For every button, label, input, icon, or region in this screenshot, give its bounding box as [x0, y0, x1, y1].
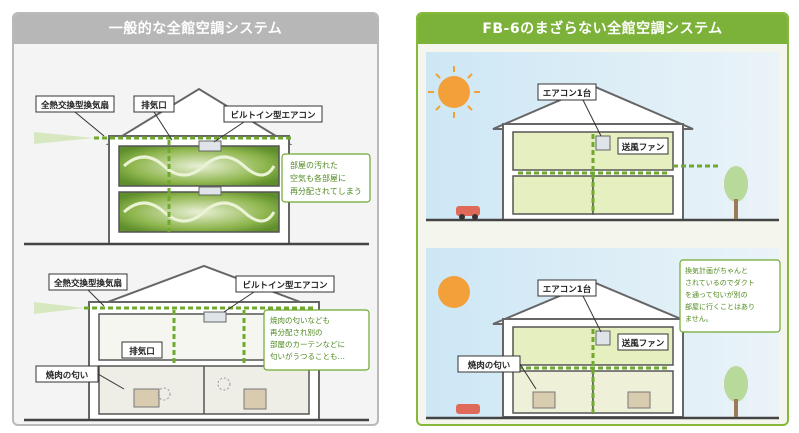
top-label-aircon: ビルトイン型エアコン: [213, 105, 323, 143]
svg-text:排気口: 排気口: [141, 100, 167, 111]
fb6-system-title: FB-6のまざらない全館空調システム: [418, 14, 787, 44]
bottom-note: 焼肉の匂いなども 再分配され別の 部屋のカーテンなどに 匂いがうつることも…: [263, 309, 370, 371]
top-label-heat-exchange: 全熱交換型換気扇: [35, 95, 115, 137]
svg-text:再分配され別の: 再分配され別の: [270, 328, 323, 337]
tree-icon: [724, 366, 748, 417]
svg-text:部屋の汚れた: 部屋の汚れた: [290, 160, 338, 170]
svg-text:匂いがうつることも…: 匂いがうつることも…: [270, 351, 345, 361]
svg-text:されているのでダクト: されているのでダクト: [685, 278, 755, 287]
svg-text:全熱交換型換気扇: 全熱交換型換気扇: [40, 100, 109, 111]
bottom-label-bbq: 焼肉の匂い: [35, 365, 125, 390]
fb6-system-panel: FB-6のまざらない全館空調システム: [416, 12, 789, 426]
top-house-fb6: [492, 84, 718, 221]
svg-text:換気計画がちゃんと: 換気計画がちゃんと: [685, 266, 748, 275]
general-system-title: 一般的な全館空調システム: [14, 14, 377, 44]
bottom-label-exhaust: 排気口: [121, 341, 163, 359]
svg-text:焼肉の匂い: 焼肉の匂い: [45, 370, 89, 381]
bottom-note-fb6: 換気計画がちゃんと されているのでダクト を通って匂いが別の 部屋に行くことはあ…: [679, 259, 781, 333]
car-icon: [456, 404, 480, 414]
tree-icon: [724, 166, 748, 219]
sun-icon: [428, 66, 480, 118]
svg-text:再分配されてしまう: 再分配されてしまう: [290, 187, 362, 196]
general-system-panel: 一般的な全館空調システム 全熱交換型換気扇: [12, 12, 379, 426]
svg-text:送風ファン: 送風ファン: [621, 142, 665, 153]
bottom-label-fan-fb6: 送風ファン: [617, 333, 669, 351]
top-label-aircon-fb6: エアコン1台: [537, 83, 602, 137]
bottom-label-aircon-fb6: エアコン1台: [537, 279, 602, 333]
svg-text:エアコン1台: エアコン1台: [543, 284, 592, 295]
svg-text:ビルトイン型エアコン: ビルトイン型エアコン: [230, 110, 316, 121]
top-label-fan-fb6: 送風ファン: [617, 137, 669, 155]
svg-text:部屋のカーテンなどに: 部屋のカーテンなどに: [270, 339, 345, 349]
svg-text:ビルトイン型エアコン: ビルトイン型エアコン: [242, 280, 328, 291]
svg-text:全熱交換型換気扇: 全熱交換型換気扇: [53, 278, 122, 289]
svg-text:エアコン1台: エアコン1台: [543, 88, 592, 99]
svg-text:空気も各部屋に: 空気も各部屋に: [290, 173, 346, 183]
bottom-label-aircon: ビルトイン型エアコン: [223, 275, 335, 313]
bottom-label-bbq-fb6: 焼肉の匂い: [457, 355, 537, 390]
svg-text:ません。: ません。: [685, 315, 713, 323]
bottom-label-heat-exchange: 全熱交換型換気扇: [48, 273, 128, 307]
sun-icon: [438, 276, 470, 308]
general-system-illustration: 全熱交換型換気扇 排気口 ビルトイン型エアコン 部屋の汚れた 空気も各部屋に 再…: [24, 87, 371, 422]
top-note: 部屋の汚れた 空気も各部屋に 再分配されてしまう: [281, 153, 371, 203]
top-house: [24, 87, 369, 246]
bottom-house-fb6: [492, 280, 694, 418]
svg-text:排気口: 排気口: [129, 346, 155, 357]
svg-text:を通って匂いが別の: を通って匂いが別の: [685, 290, 748, 299]
top-label-exhaust: 排気口: [133, 95, 175, 141]
svg-text:焼肉の匂い: 焼肉の匂い: [467, 360, 511, 371]
svg-text:送風ファン: 送風ファン: [621, 338, 665, 349]
car-icon: [456, 206, 480, 220]
svg-text:部屋に行くことはあり: 部屋に行くことはあり: [685, 302, 755, 311]
fb6-system-illustration: エアコン1台 送風ファン: [426, 52, 781, 420]
svg-text:焼肉の匂いなども: 焼肉の匂いなども: [270, 315, 330, 325]
